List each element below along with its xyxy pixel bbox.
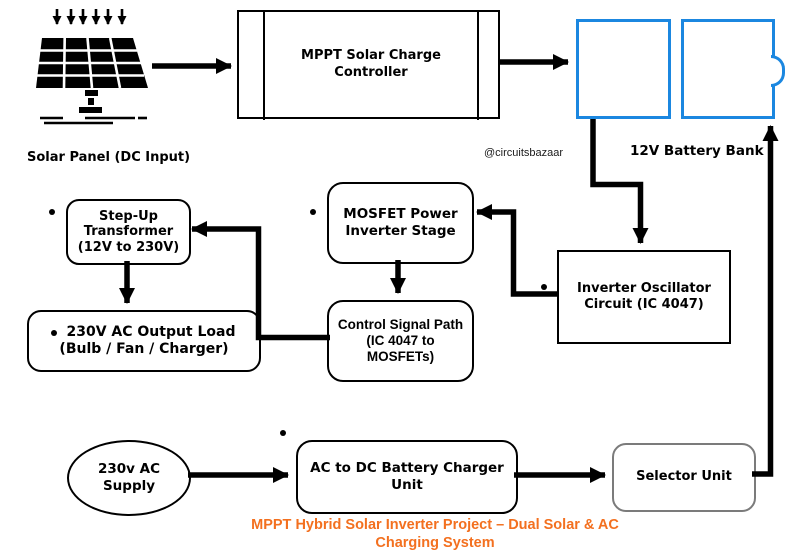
arrow-battery-to-oscillator xyxy=(590,119,649,244)
bullet-step-up xyxy=(49,209,55,215)
node-label: Circuit (IC 4047) xyxy=(584,297,704,312)
node-ac-dc-charger: AC to DC Battery Charger Unit xyxy=(296,440,518,514)
arrow-selector-to-battery xyxy=(752,125,779,477)
solar-panel-label: Solar Panel (DC Input) xyxy=(27,150,191,165)
node-selector-unit: Selector Unit xyxy=(612,443,756,512)
battery-terminal-bump xyxy=(771,55,785,87)
node-label: MPPT Solar Charge xyxy=(301,48,441,64)
node-label: (IC 4047 to xyxy=(366,332,435,348)
node-ac-output-load: 230V AC Output Load (Bulb / Fan / Charge… xyxy=(27,310,261,372)
node-label: Step-Up xyxy=(99,209,158,224)
bullet-output-load xyxy=(51,330,57,336)
node-label: (Bulb / Fan / Charger) xyxy=(59,341,229,357)
battery-cell-left xyxy=(576,19,671,119)
node-label: Supply xyxy=(102,478,156,494)
node-ac-supply: 230v AC Supply xyxy=(67,440,191,516)
mppt-right-divider xyxy=(477,11,479,120)
node-label: Unit xyxy=(391,477,423,493)
node-control-signal-path: Control Signal Path (IC 4047 to MOSFETs) xyxy=(327,300,474,382)
node-inverter-oscillator: Inverter Oscillator Circuit (IC 4047) xyxy=(557,250,731,344)
node-label: Selector Unit xyxy=(636,469,732,485)
solar-panel-icon xyxy=(36,9,148,125)
bullet-oscillator xyxy=(541,284,547,290)
watermark-text: @circuitsbazaar xyxy=(484,147,564,159)
node-label: MOSFETs) xyxy=(366,349,435,365)
node-label: Inverter Stage xyxy=(345,223,456,239)
bullet-mosfet xyxy=(310,209,316,215)
node-label: (12V to 230V) xyxy=(77,239,180,255)
bullet-ac-dc-charger xyxy=(280,430,286,436)
battery-bank-label: 12V Battery Bank xyxy=(630,143,764,159)
node-step-up-transformer: Step-Up Transformer (12V to 230V) xyxy=(66,199,191,265)
node-label: Inverter Oscillator xyxy=(577,280,711,296)
node-label: 230v AC xyxy=(97,461,161,478)
node-label: MOSFET Power xyxy=(343,206,458,223)
node-label: 230V AC Output Load xyxy=(66,323,236,340)
mppt-left-divider xyxy=(263,11,265,120)
node-label: AC to DC Battery Charger xyxy=(310,460,504,477)
node-label: Transformer xyxy=(83,224,174,240)
diagram-caption: MPPT Hybrid Solar Inverter Project – Dua… xyxy=(215,516,655,552)
caption-line-2: Charging System xyxy=(375,535,495,552)
node-label: Controller xyxy=(334,64,408,80)
node-mppt-charge-controller: MPPT Solar Charge Controller xyxy=(237,10,500,120)
node-mosfet-inverter-stage: MOSFET Power Inverter Stage xyxy=(327,182,474,264)
arrow-oscillator-to-mosfet xyxy=(476,204,557,297)
battery-cell-right xyxy=(681,19,785,119)
node-label: Control Signal Path xyxy=(337,316,464,332)
caption-line-1: MPPT Hybrid Solar Inverter Project – Dua… xyxy=(251,517,619,533)
